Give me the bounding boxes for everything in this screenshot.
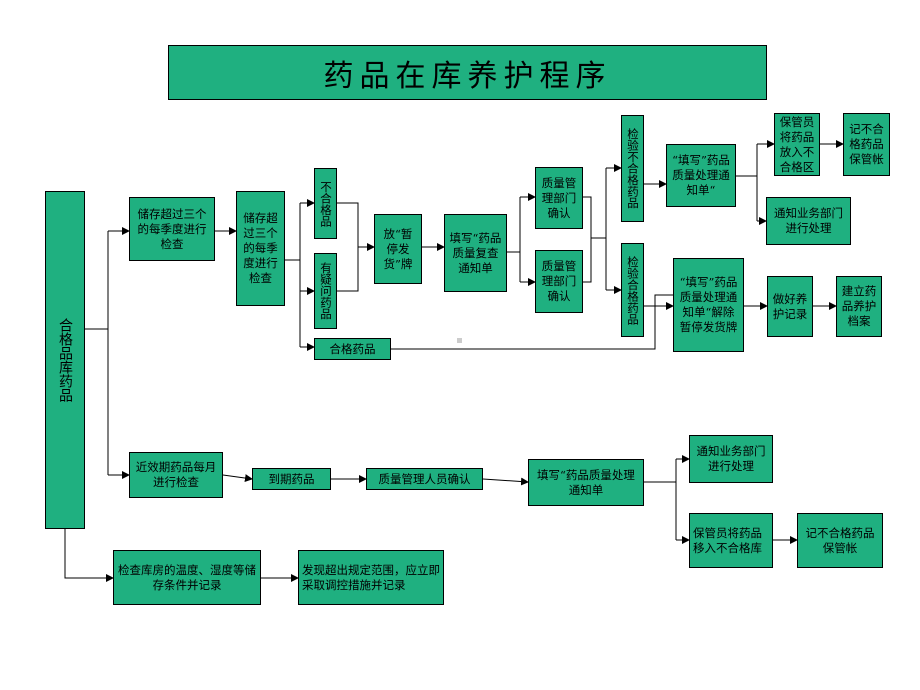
connector-line bbox=[482, 477, 529, 486]
node-keeper-move-unqualified: 保管员将药品移入不合格库 bbox=[689, 513, 773, 568]
node-fill-recheck-notice: 填写“药品质量复查通知单 bbox=[444, 214, 507, 292]
connector-line bbox=[337, 202, 359, 292]
node-qm-confirm-2: 质量管理部门确认 bbox=[535, 250, 583, 313]
node-near-expiry: 近效期药品每月进行检查 bbox=[129, 452, 223, 498]
node-build-archive: 建立药品养护档案 bbox=[836, 276, 882, 337]
node-quarterly-check-b: 储存超过三个的每季度进行检查 bbox=[236, 191, 285, 306]
node-suspicious: 有疑问药品 bbox=[314, 253, 337, 329]
node-keeper-unqualified-area: 保管员将药品放入不合格区 bbox=[774, 113, 820, 176]
node-inspect-unqualified: 检验不合格药品 bbox=[621, 115, 644, 222]
connector-line bbox=[391, 294, 673, 350]
connector-line bbox=[222, 474, 253, 483]
node-adjust-measures: 发现超出规定范围，应立即采取调控措施并记录 bbox=[298, 550, 444, 605]
node-fill-notice-1: “填写”药品质量处理通知单“ bbox=[666, 144, 736, 207]
node-expired-drugs: 到期药品 bbox=[252, 468, 331, 490]
node-qm-confirm-1: 质量管理部门确认 bbox=[535, 167, 583, 229]
node-record-unqualified-ledger-2: 记不合格药品保管帐 bbox=[797, 513, 883, 568]
node-inspect-qualified: 检验合格药品 bbox=[621, 243, 644, 337]
connector-line bbox=[64, 529, 114, 582]
node-fill-quality-notice: 填写“药品质量处理通知单 bbox=[528, 459, 644, 506]
node-unqualified: 不合格品 bbox=[314, 168, 337, 239]
connector-line bbox=[583, 196, 592, 283]
stray-marker bbox=[457, 338, 462, 343]
diagram-title: 药品在库养护程序 bbox=[168, 45, 767, 100]
node-notify-business-2: 通知业务部门进行处理 bbox=[689, 435, 773, 483]
node-qm-staff-confirm: 质量管理人员确认 bbox=[366, 468, 483, 490]
node-hang-stop-sign: 放“暂停发货”牌 bbox=[374, 214, 422, 284]
node-qualified-drugs: 合格药品 bbox=[314, 338, 391, 360]
node-qualified-stock: 合格品库药品 bbox=[45, 191, 85, 529]
